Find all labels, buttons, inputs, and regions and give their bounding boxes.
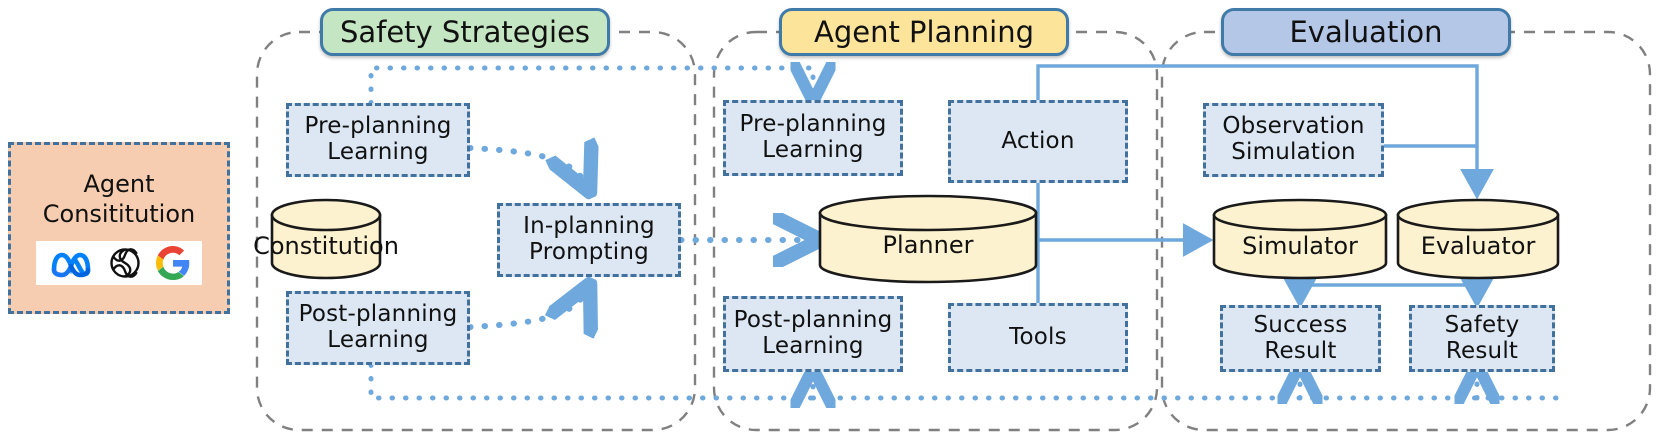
meta-logo: [48, 247, 94, 279]
cylinder-evaluator: [1396, 198, 1560, 280]
box-planning-post-planning-learning[interactable]: Post-planning Learning: [723, 296, 903, 372]
agent-constitution-card[interactable]: Agent Consititution: [8, 142, 230, 314]
panel-title-agent-planning[interactable]: Agent Planning: [779, 8, 1069, 56]
box-planning-pre-planning-learning[interactable]: Pre-planning Learning: [723, 100, 903, 176]
cylinder-label-evaluator: Evaluator: [1420, 232, 1536, 260]
openai-logo: [108, 246, 142, 280]
box-safety-pre-planning-learning[interactable]: Pre-planning Learning: [286, 103, 470, 177]
cylinder-label-simulator: Simulator: [1242, 232, 1358, 260]
edge-evaluator-to-success-result: [1283, 277, 1479, 309]
agent-card-title-line1: Agent: [83, 170, 155, 199]
edge-pre-planning-transfer: [368, 68, 813, 103]
cylinder-label-planner: Planner: [882, 231, 974, 259]
model-logo-strip: [36, 240, 202, 285]
box-tools[interactable]: Tools: [948, 303, 1128, 372]
box-in-planning-prompting[interactable]: In-planning Prompting: [497, 203, 681, 277]
panel-title-safety-strategies[interactable]: Safety Strategies: [320, 8, 610, 56]
box-success-result[interactable]: Success Result: [1220, 305, 1381, 372]
box-safety-post-planning-learning[interactable]: Post-planning Learning: [286, 291, 470, 365]
cylinder-label-constitution: Constitution: [253, 232, 399, 260]
cylinder-planner: [818, 194, 1038, 284]
google-logo: [156, 245, 190, 280]
cylinder-constitution: [270, 198, 382, 280]
edge-post-to-inplanning: [467, 288, 588, 327]
agent-card-title-line2: Consititution: [42, 200, 196, 228]
cylinder-simulator: [1212, 198, 1388, 280]
box-safety-result[interactable]: Safety Result: [1409, 305, 1555, 372]
box-action[interactable]: Action: [948, 100, 1128, 183]
box-observation-simulation[interactable]: Observation Simulation: [1203, 103, 1384, 177]
edge-pre-to-inplanning: [467, 148, 588, 188]
panel-title-evaluation[interactable]: Evaluation: [1221, 8, 1511, 56]
cylinder-group: [270, 194, 1560, 284]
